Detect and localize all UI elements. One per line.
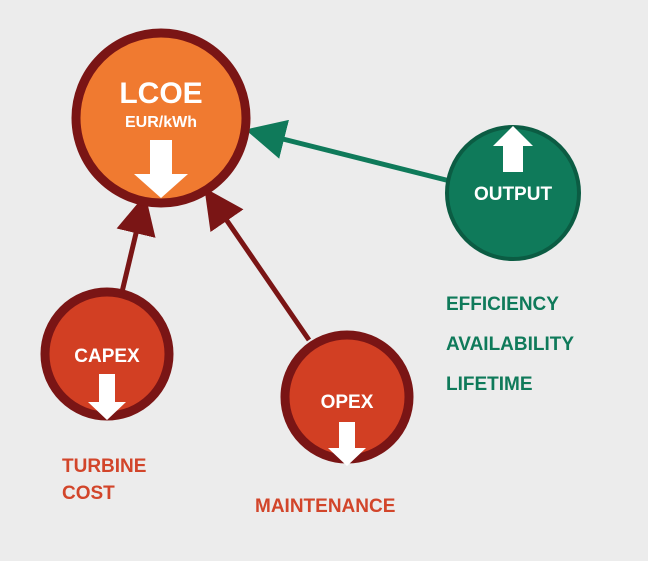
node-opex-title: OPEX [321,392,374,413]
edge-output-to-lcoe [245,119,451,184]
output-labels: EFFICIENCY AVAILABILITY LIFETIME [446,294,574,395]
node-lcoe: LCOE EUR/kWh [71,28,251,208]
opex-labels: MAINTENANCE [255,496,395,517]
node-opex: OPEX [280,330,414,466]
node-lcoe-title: LCOE [119,77,202,110]
node-capex: CAPEX [40,287,174,421]
node-capex-title: CAPEX [74,346,140,367]
node-lcoe-unit: EUR/kWh [125,114,197,131]
capex-label-line-1: TURBINE [62,456,146,477]
output-label-line-3: LIFETIME [446,374,533,395]
node-output-title: OUTPUT [474,184,553,205]
capex-label-line-2: COST [62,483,115,504]
output-label-line-2: AVAILABILITY [446,334,574,355]
arrow-down-icon [328,422,366,466]
edge-opex-to-lcoe [204,187,312,342]
capex-labels: TURBINE COST [62,456,146,504]
arrow-down-icon [88,374,126,420]
output-label-line-1: EFFICIENCY [446,294,559,315]
edge-capex-to-lcoe [116,194,156,293]
arrow-down-icon [134,140,188,198]
node-output: OUTPUT [445,125,581,261]
opex-label-line-1: MAINTENANCE [255,496,395,517]
arrow-up-icon [493,126,533,172]
